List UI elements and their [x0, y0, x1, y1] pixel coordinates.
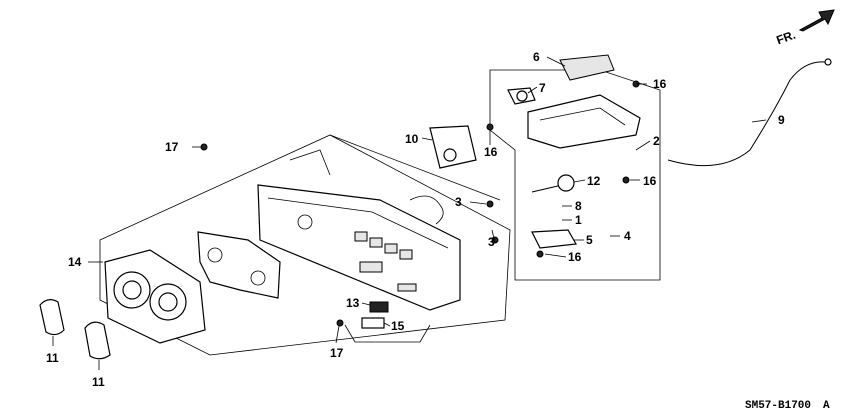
callout-9: 9	[778, 113, 785, 127]
callout-6: 6	[533, 50, 540, 64]
clips	[361, 301, 389, 329]
gear-shaft	[531, 174, 575, 193]
callout-10: 10	[405, 132, 419, 146]
control-mechanism-frame	[527, 94, 641, 149]
control-knob-right	[84, 321, 111, 360]
leader-lines	[52, 56, 767, 370]
mode-control-motor	[429, 125, 477, 169]
callout-7: 7	[539, 81, 546, 95]
callout-16-upper: 16	[653, 77, 667, 91]
callout-2: 2	[653, 134, 660, 148]
control-knob-left	[39, 299, 65, 336]
callout-1: 1	[575, 213, 582, 227]
callout-11-left: 11	[46, 351, 59, 365]
callout-16-right: 16	[643, 174, 657, 188]
direction-label: FR.	[774, 28, 797, 48]
front-direction-arrow: FR.	[774, 9, 835, 48]
callout-16-motor: 16	[484, 145, 498, 159]
callout-labels: 6 7 16 10 17 16 2 9 12 16 3 3 8 1 4 5 16…	[46, 50, 785, 389]
drawing-code-suffix: A	[823, 400, 830, 412]
gasket-plate	[197, 231, 281, 299]
callout-4: 4	[624, 229, 631, 243]
callout-12: 12	[587, 174, 601, 188]
drawing-code-text: SM57-B1700	[745, 400, 811, 412]
callout-15: 15	[391, 319, 405, 333]
drawing-code: SM57-B1700 A	[745, 400, 830, 412]
callout-3-lower: 3	[488, 235, 495, 249]
control-cable	[667, 58, 832, 167]
assembly-outline	[99, 69, 661, 356]
callout-14: 14	[68, 255, 82, 269]
control-panel-bezel	[104, 249, 206, 344]
callout-5: 5	[586, 233, 593, 247]
callout-3-upper: 3	[455, 195, 462, 209]
callout-17-upper: 17	[165, 140, 179, 154]
callout-8: 8	[575, 199, 582, 213]
upper-lever-assembly	[507, 54, 615, 105]
callout-16-lower: 16	[568, 250, 582, 264]
callout-13: 13	[346, 296, 360, 310]
heater-control-housing	[257, 149, 461, 311]
callout-11-right: 11	[92, 375, 105, 389]
lower-lever	[531, 229, 577, 249]
callout-17-lower: 17	[330, 346, 344, 360]
